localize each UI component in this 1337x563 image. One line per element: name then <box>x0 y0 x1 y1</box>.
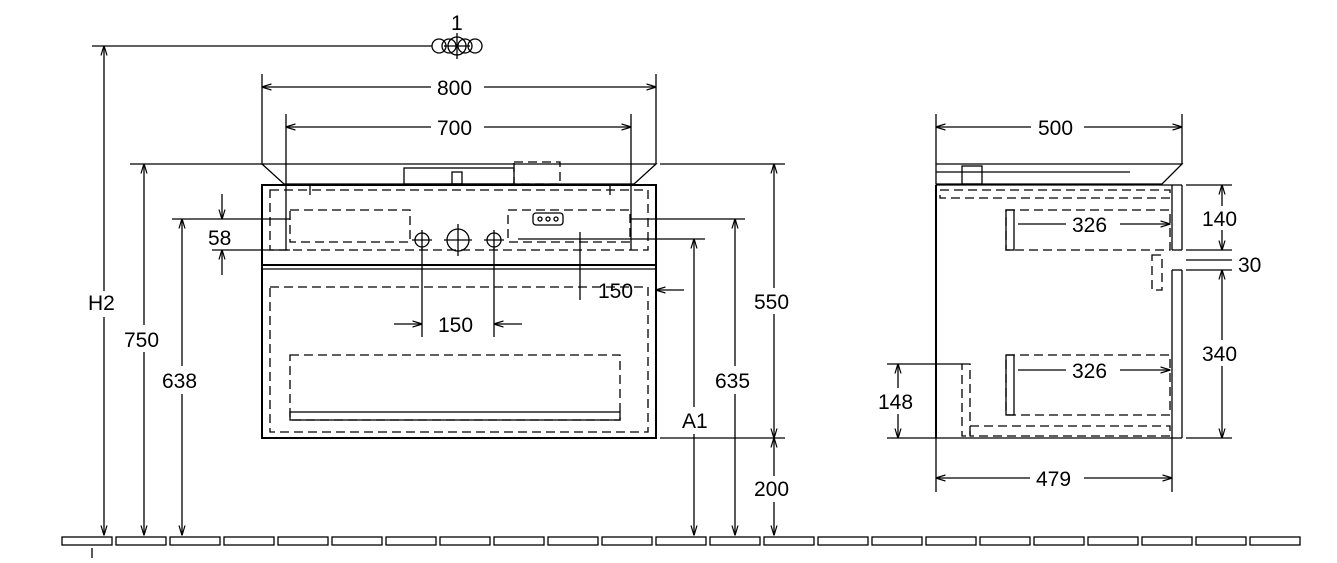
floor-tile <box>925 536 977 546</box>
height-638-dim: 638 <box>162 370 197 393</box>
floor-tile <box>223 536 275 546</box>
floor-tile <box>1195 536 1247 546</box>
floor-tile <box>385 536 437 546</box>
floor-tile <box>979 536 1031 546</box>
total-height-dim: 750 <box>124 329 159 352</box>
floor-tile <box>547 536 599 546</box>
front-countertop <box>260 163 658 185</box>
body-depth-dim: 479 <box>1036 468 1071 491</box>
floor-tile <box>493 536 545 546</box>
floor-tile <box>601 536 653 546</box>
front-inner-width-dim: 700 <box>437 117 472 140</box>
socket-offset-dim: 150 <box>598 280 633 303</box>
floor-tile <box>115 536 167 546</box>
drawer-depth-bottom-dim: 326 <box>1072 360 1107 383</box>
floor-tile <box>1249 536 1301 546</box>
floor-gap-dim: 200 <box>754 478 789 501</box>
floor-tile <box>1141 536 1193 546</box>
floor-tiles <box>61 536 1301 546</box>
side-countertop <box>935 163 1184 185</box>
height-635-dim: 635 <box>715 370 750 393</box>
side-depth-dim: 500 <box>1038 117 1073 140</box>
cabinet-height-dim: 550 <box>754 291 789 314</box>
callout-number: 1 <box>451 12 463 35</box>
floor-tile <box>61 536 113 546</box>
floor-tile <box>709 536 761 546</box>
basin-edge <box>403 167 515 185</box>
floor-tile <box>277 536 329 546</box>
floor-tile <box>169 536 221 546</box>
floor-tile <box>817 536 869 546</box>
bottom-drawer-height-dim: 340 <box>1202 343 1237 366</box>
h2-dim: H2 <box>88 292 115 315</box>
floor-tile <box>763 536 815 546</box>
drawer-depth-top-dim: 326 <box>1072 214 1107 237</box>
tap-spacing-dim: 150 <box>438 314 473 337</box>
gap-dim: 30 <box>1238 254 1261 277</box>
a1-dim: A1 <box>682 410 708 433</box>
top-drawer-height-dim: 140 <box>1202 208 1237 231</box>
floor-tile <box>655 536 707 546</box>
floor-tile <box>439 536 491 546</box>
front-cabinet <box>261 184 657 439</box>
floor-tile <box>871 536 923 546</box>
side-view <box>935 163 1184 439</box>
floor-tile <box>331 536 383 546</box>
front-width-dim: 800 <box>437 77 472 100</box>
floor-tile <box>1033 536 1085 546</box>
height-148-dim: 148 <box>878 391 913 414</box>
wall-connection-symbol <box>92 33 483 59</box>
siphon-offset-dim: 58 <box>208 227 231 250</box>
front-view <box>260 161 658 439</box>
floor-tile <box>1087 536 1139 546</box>
